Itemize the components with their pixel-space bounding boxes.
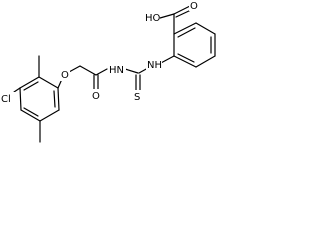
thiourea-nh-label: NH (147, 60, 162, 71)
bond (195, 55, 216, 68)
thiourea-hn-label: HN (109, 65, 124, 76)
bond (159, 13, 175, 19)
bond (173, 22, 197, 35)
bond (175, 9, 192, 18)
bond (19, 87, 22, 111)
bond (177, 27, 196, 38)
amide-oxygen-label: O (92, 91, 100, 102)
atom-labels: HO O NH HN S O O Cl (0, 0, 198, 105)
bond (124, 68, 139, 74)
bond (53, 90, 56, 108)
bond (177, 53, 195, 63)
ether-oxygen-label: O (61, 70, 69, 81)
bond (79, 65, 97, 76)
chemical-structure: HO O NH HN S O O Cl (0, 0, 216, 143)
bond (57, 87, 60, 111)
bond (68, 65, 81, 73)
carboxyl-hydroxyl-label: HO (145, 13, 161, 24)
bond (39, 109, 60, 122)
bond (20, 109, 41, 122)
bond (38, 76, 59, 89)
bond (13, 87, 21, 93)
bond (173, 55, 197, 68)
bond (23, 81, 39, 91)
chloro-label: Cl (1, 94, 11, 105)
thiocarbonyl-sulfur-label: S (134, 92, 140, 103)
bond (23, 107, 39, 117)
carboxyl-oxygen-label: O (190, 1, 198, 12)
bond (19, 76, 40, 89)
bond (95, 68, 108, 76)
bond (173, 5, 191, 15)
bond (195, 22, 216, 35)
